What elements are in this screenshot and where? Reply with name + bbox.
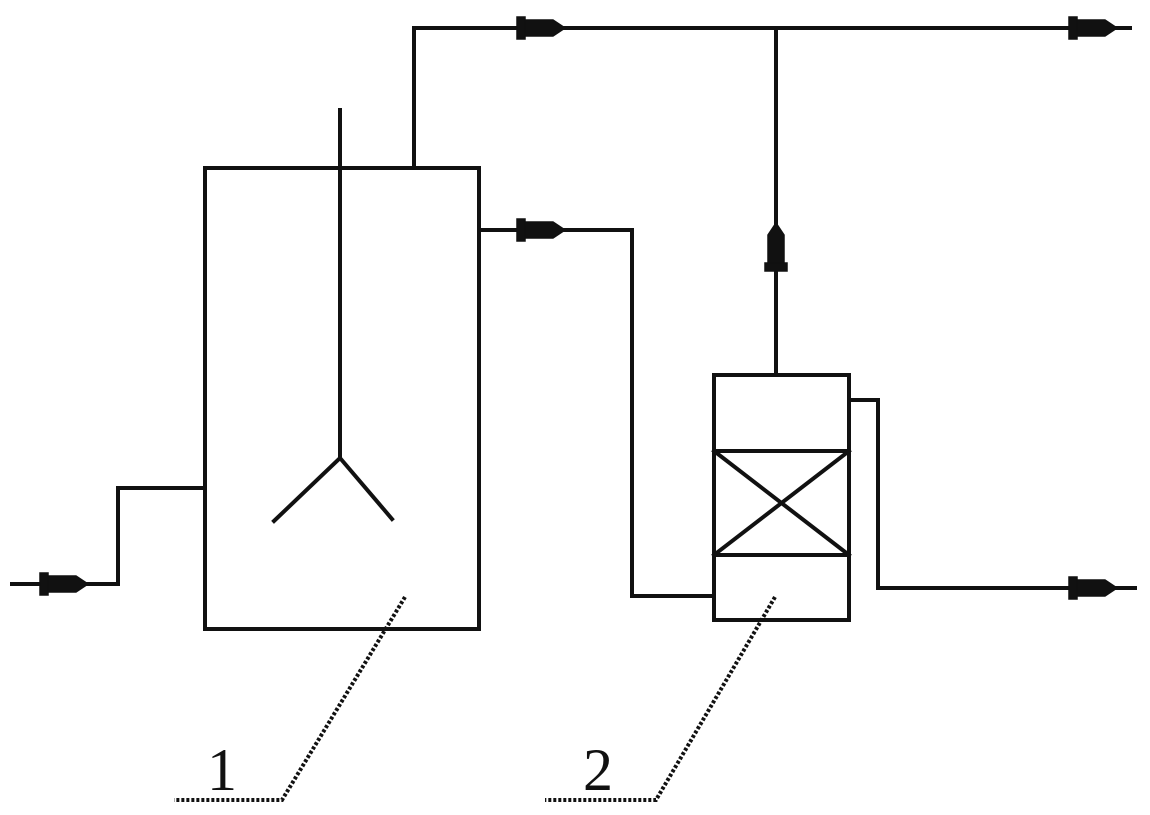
column-2-side-outlet-pipe <box>847 398 1137 590</box>
arrow-up-icon <box>764 221 788 272</box>
vessel-1-overhead-pipe <box>412 26 1132 170</box>
leader-line-2 <box>545 595 777 802</box>
column-2-body <box>712 373 851 622</box>
pipes <box>10 26 1137 598</box>
arrow-right-icon <box>516 16 567 40</box>
arrow-right-icon <box>1068 576 1119 600</box>
label-component-2: 2 <box>583 737 613 803</box>
vessel-1-stirrer-blades <box>271 455 395 524</box>
flow-arrows <box>39 16 1119 600</box>
leader-line-1 <box>174 595 407 802</box>
column-2-packing-cross <box>711 448 852 558</box>
vessel-1-side-outlet-pipe <box>477 228 716 598</box>
leader-lines <box>174 595 777 802</box>
arrow-right-icon <box>516 218 567 242</box>
feed-inlet-pipe <box>10 486 207 586</box>
arrow-right-icon <box>39 572 90 596</box>
arrow-right-icon <box>1068 16 1119 40</box>
vessel-1 <box>203 108 481 631</box>
column-2 <box>711 373 852 622</box>
label-component-1: 1 <box>207 737 237 803</box>
